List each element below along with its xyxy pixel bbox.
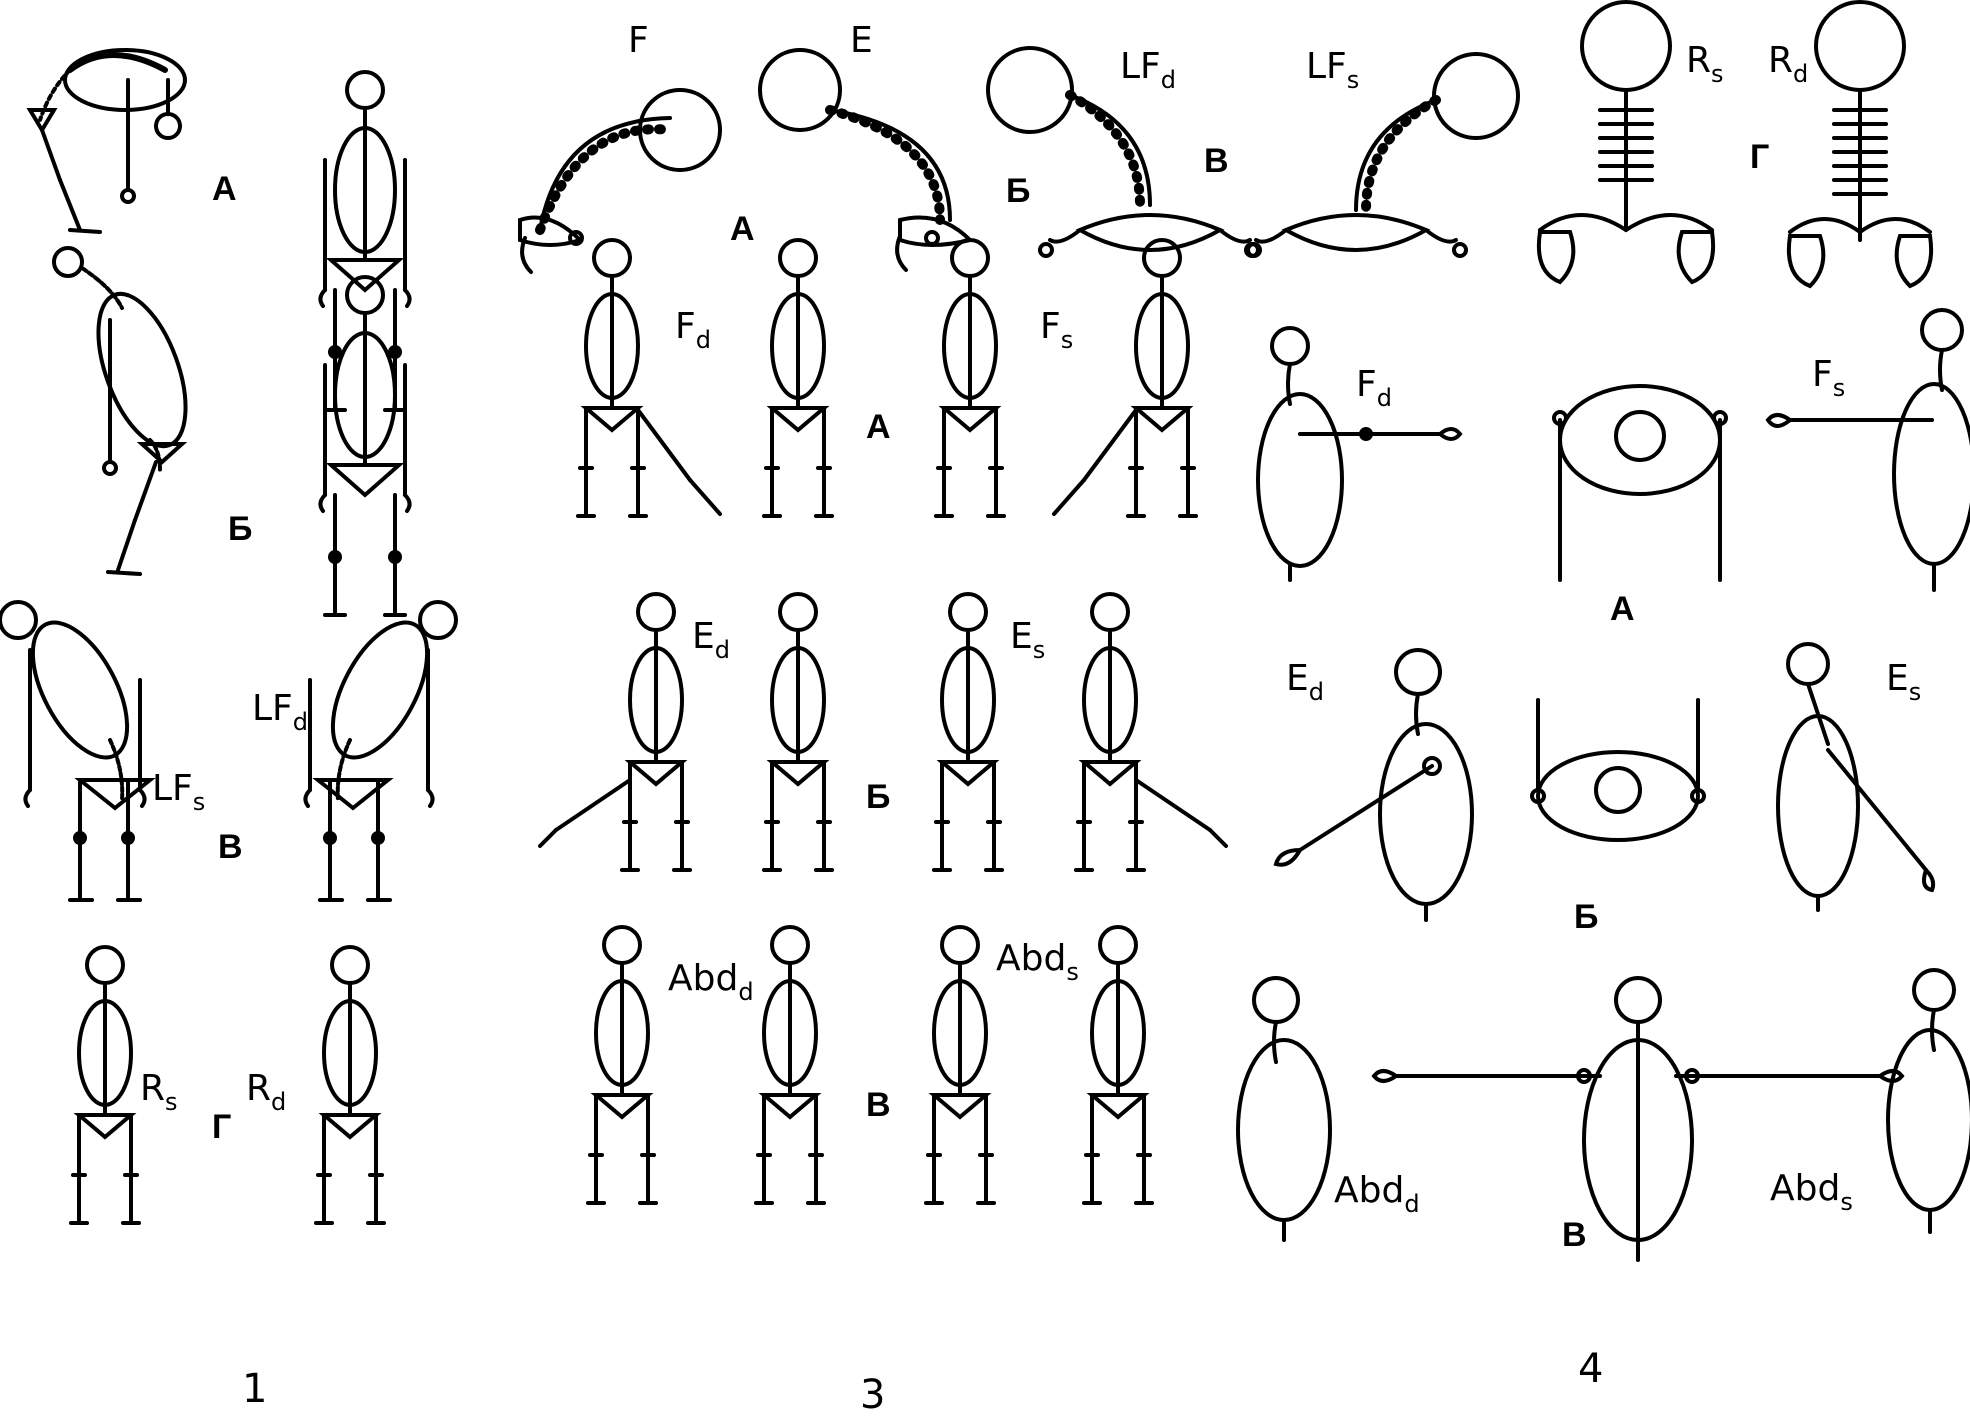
panel-3-row-b-fig-1 [620, 592, 692, 872]
panel-3-row-v-fig-3 [924, 925, 996, 1205]
panel-4-fd-label: Fd [1356, 364, 1392, 412]
panel-3-e-label: E [850, 20, 873, 61]
panel-1-row-g-rotation-left [69, 945, 141, 1225]
panel-3-row-a-fig-2 [762, 238, 834, 518]
panel-3-top-lateral-right [986, 46, 1152, 210]
panel-3-fs-label: Fs [1040, 306, 1073, 354]
panel-3-row-b-fig-3 [932, 592, 1004, 872]
panel-3-top-pelvis-right [1038, 213, 1262, 258]
panel-4-row-b-figures [1273, 642, 1936, 922]
panel-3-top-extension-arc [758, 48, 974, 272]
panel-3-top-lateral-left [1354, 52, 1520, 215]
panel-1-row-g-letter: Г [212, 1108, 231, 1146]
panel-3-row-a-figures [576, 238, 1198, 518]
panel-4-rs-label: Rs [1686, 40, 1724, 88]
panel-3-row-v-fig-1 [586, 925, 658, 1205]
panel-3-row-b-fig-2 [762, 592, 834, 872]
panel-1-rs-label: Rs [140, 1068, 178, 1116]
panel-4-row-a-letter: А [1610, 590, 1635, 628]
panel-3-lfs-label: LFs [1306, 46, 1359, 94]
panel-4: Rs Rd Г Fd Fs А [1236, 0, 1970, 1392]
panel-4-row-v-letter: В [1562, 1216, 1587, 1254]
panel-4-abdd-label: Abdd [1334, 1170, 1420, 1218]
panel-3-ed-label: Ed [692, 616, 730, 664]
panel-4-es-label: Es [1886, 658, 1921, 706]
panel-1-row-v-letter: В [218, 828, 243, 866]
panel-4-row-a-figures [1256, 308, 1970, 592]
panel-1-row-b-flexion-side [52, 246, 188, 576]
panel-3-abds-label: Abds [996, 938, 1079, 986]
panel-1-row-v-lateral-left [0, 600, 156, 902]
panel-4-top-rotation-right [1787, 0, 1933, 289]
panel-3-row-a-fig-3 [934, 238, 1006, 518]
panel-3-row-a-fig-4 [1126, 238, 1198, 518]
panel-4-top-rotation-left [1537, 0, 1715, 285]
panel-4-row-b-letter: Б [1574, 898, 1598, 936]
panel-3-es-label: Es [1010, 616, 1045, 664]
panel-4-abds-label: Abds [1770, 1168, 1853, 1216]
panel-3-number: 3 [860, 1372, 885, 1416]
panel-1-row-g-rotation-right [314, 945, 386, 1225]
panel-3-row-a-letter: А [866, 408, 891, 446]
panel-3-row-a-fig-1 [576, 238, 648, 518]
panel-3-row-v-fig-2 [754, 925, 826, 1205]
panel-1-row-a-letter: А [212, 170, 237, 208]
panel-3-top-flexion-arc [518, 88, 722, 274]
panel-3-top-v-letter: В [1204, 142, 1229, 180]
panel-1-row-v-lateral-right [303, 600, 458, 902]
panel-3: F E А LFd Б В LFs [518, 20, 1520, 1416]
panel-1: А Б [0, 48, 458, 1412]
panel-3-top-b-letter: Б [1006, 172, 1030, 210]
panel-4-fs-label: Fs [1812, 354, 1845, 402]
panel-3-row-v-fig-4 [1082, 925, 1154, 1205]
panel-4-row-v-figures [1236, 968, 1970, 1262]
panel-1-row-b-letter: Б [228, 510, 252, 548]
panel-3-abdd-label: Abdd [668, 958, 754, 1006]
panel-3-row-b-figures [538, 592, 1228, 872]
panel-3-fd-label: Fd [675, 306, 711, 354]
panel-3-top-pelvis-left [1244, 213, 1468, 258]
panel-4-number: 4 [1578, 1346, 1603, 1392]
panel-3-top-a-letter: А [730, 210, 755, 248]
panel-4-rd-label: Rd [1768, 40, 1808, 88]
panel-1-row-a-flexion-side [26, 48, 187, 234]
panel-3-row-b-fig-4 [1074, 592, 1146, 872]
panel-3-row-v-letter: В [866, 1086, 891, 1124]
panel-4-ed-label: Ed [1286, 658, 1324, 706]
panel-3-lfd-label: LFd [1120, 46, 1176, 94]
panel-4-top-g-letter: Г [1750, 138, 1769, 176]
panel-3-row-b-letter: Б [866, 778, 890, 816]
panel-1-rd-label: Rd [246, 1068, 286, 1116]
panel-1-lfd-label: LFd [252, 688, 308, 736]
panel-1-lfs-label: LFs [152, 768, 205, 816]
panel-1-number: 1 [242, 1366, 267, 1412]
panel-3-f-label: F [628, 20, 649, 61]
